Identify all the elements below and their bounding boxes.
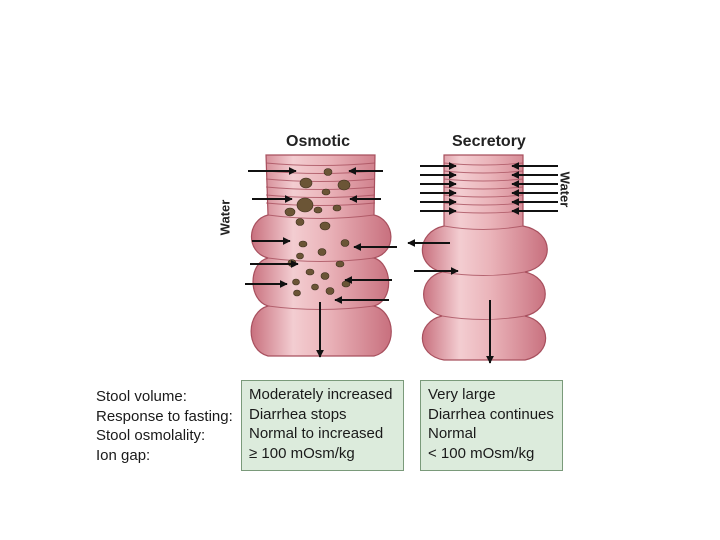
secretory-water-arrows xyxy=(407,162,558,364)
secretory-stool-osmolality: Normal xyxy=(428,425,477,442)
label-ion-gap: Ion gap: xyxy=(96,446,151,464)
secretory-stool-volume: Very large xyxy=(428,386,496,403)
osmotic-particles xyxy=(284,168,351,297)
water-label-right: Water xyxy=(557,171,573,208)
osmotic-response-to-fasting: Diarrhea stops xyxy=(249,405,347,423)
label-response-to-fasting: Response to fasting: xyxy=(96,407,233,425)
label-stool-osmolality: Stool osmolality: xyxy=(96,427,206,444)
osmotic-water-arrows xyxy=(245,167,397,358)
secretory-response-to-fasting: Diarrhea continues xyxy=(428,405,554,423)
osmotic-ion-gap: ≥ 100 mOsm/kg xyxy=(249,444,355,462)
secretory-ion-gap: < 100 mOsm/kg xyxy=(428,444,535,462)
secretory-title: Secretory xyxy=(452,133,526,150)
water-label-left: Water xyxy=(217,199,233,236)
secretory-values-box: Very large Diarrhea continues Normal < 1… xyxy=(420,380,563,471)
secretory-intestine xyxy=(421,154,548,361)
row-labels: Stool volume: Response to fasting: Stool… xyxy=(96,387,233,465)
osmotic-values-box: Moderately increased Diarrhea stops Norm… xyxy=(241,380,404,471)
label-stool-volume: Stool volume: xyxy=(96,388,187,405)
osmotic-stool-osmolality: Normal to increased xyxy=(249,425,384,442)
osmotic-title: Osmotic xyxy=(286,133,351,150)
osmotic-stool-volume: Moderately increased xyxy=(249,386,393,403)
